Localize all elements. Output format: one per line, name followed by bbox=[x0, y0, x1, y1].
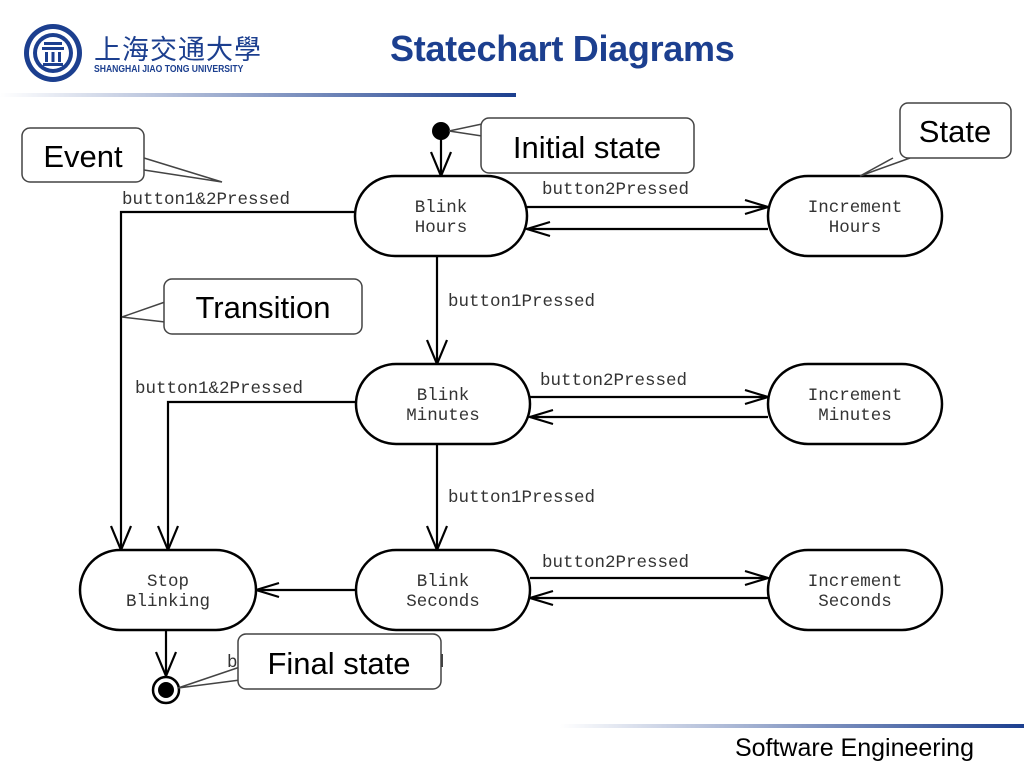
callout-final-state-text: Final state bbox=[267, 646, 410, 681]
state-increment-hours bbox=[766, 174, 944, 258]
state-increment-hours-line1: Increment bbox=[808, 198, 903, 218]
state-blink-seconds-line1: Blink bbox=[417, 572, 470, 592]
state-increment-minutes-line2: Minutes bbox=[818, 406, 892, 426]
event-label-b2-hours: button2Pressed bbox=[542, 180, 689, 200]
event-label-b1-minutes: button1Pressed bbox=[448, 488, 595, 508]
state-increment-seconds-line1: Increment bbox=[808, 572, 903, 592]
callout-final-state bbox=[237, 633, 442, 690]
state-stop-blinking-line1: Stop bbox=[147, 572, 189, 592]
logo-english-text: SHANGHAI JIAO TONG UNIVERSITY bbox=[94, 64, 244, 75]
transition-b12-hours bbox=[119, 210, 355, 550]
callout-initial-state-text: Initial state bbox=[513, 130, 661, 165]
state-increment-seconds-line2: Seconds bbox=[818, 592, 892, 612]
state-blink-hours-line2: Hours bbox=[415, 218, 468, 238]
page-title: Statechart Diagrams bbox=[390, 28, 735, 69]
state-blink-minutes-line2: Minutes bbox=[406, 406, 480, 426]
state-stop-blinking bbox=[78, 548, 258, 632]
callout-final-pointer bbox=[177, 666, 241, 689]
university-logo: 上海交通大學 SHANGHAI JIAO TONG UNIVERSITY bbox=[22, 22, 261, 84]
state-increment-hours-line2: Hours bbox=[829, 218, 882, 238]
state-blink-seconds bbox=[354, 548, 532, 632]
callout-transition bbox=[163, 278, 363, 335]
state-blink-hours-line1: Blink bbox=[415, 198, 468, 218]
event-label-b12-minutes: button1&2Pressed bbox=[135, 379, 303, 399]
event-label-b2-minutes: button2Pressed bbox=[540, 371, 687, 391]
callout-event-pointer bbox=[143, 157, 223, 183]
event-label-b1-hours: button1Pressed bbox=[448, 292, 595, 312]
event-label-b12-hours: button1&2Pressed bbox=[122, 190, 290, 210]
event-label-b2-seconds: button2Pressed bbox=[542, 553, 689, 573]
state-increment-seconds bbox=[766, 548, 944, 632]
initial-state-dot bbox=[432, 122, 450, 140]
state-stop-blinking-line2: Blinking bbox=[126, 592, 210, 612]
state-increment-minutes-line1: Increment bbox=[808, 386, 903, 406]
footer-text: Software Engineering bbox=[734, 734, 974, 762]
callout-initial-pointer bbox=[448, 123, 483, 137]
callout-state-pointer bbox=[859, 157, 911, 177]
footer-rule bbox=[560, 724, 1024, 728]
final-state-dot bbox=[158, 682, 174, 698]
callout-state-text: State bbox=[919, 114, 991, 149]
logo-chinese-text: 上海交通大學 bbox=[94, 35, 262, 66]
transition-b12-minutes bbox=[166, 400, 356, 550]
callout-event-text: Event bbox=[43, 139, 123, 174]
callout-state bbox=[899, 102, 1012, 159]
state-blink-hours bbox=[353, 174, 529, 258]
state-blink-seconds-line2: Seconds bbox=[406, 592, 480, 612]
callout-event bbox=[21, 127, 145, 183]
state-blink-minutes-line1: Blink bbox=[417, 386, 470, 406]
state-increment-minutes bbox=[766, 362, 944, 446]
callout-transition-text: Transition bbox=[196, 290, 331, 325]
event-label-hidden-left: b bbox=[227, 653, 238, 673]
state-blink-minutes bbox=[354, 362, 532, 446]
callout-initial-state bbox=[480, 117, 695, 174]
university-seal-icon bbox=[24, 24, 82, 82]
callout-transition-pointer bbox=[121, 301, 166, 323]
header-rule bbox=[0, 93, 516, 97]
